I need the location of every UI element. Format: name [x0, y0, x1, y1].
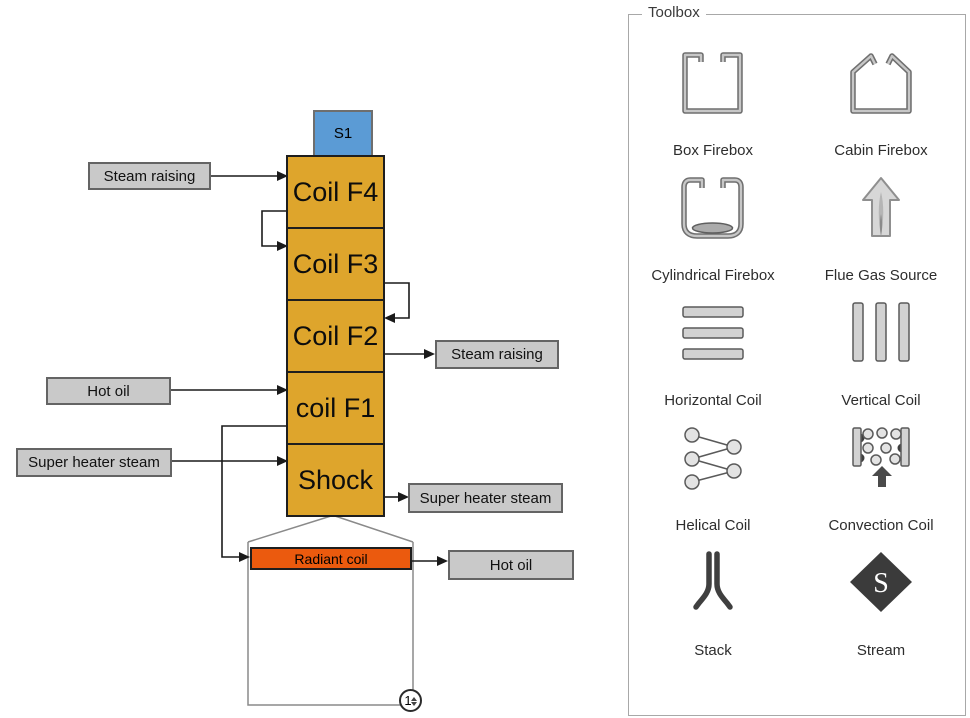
stream-label-super-heater-steam-in[interactable]: Super heater steam — [16, 448, 172, 477]
cylindrical-firebox-icon — [681, 164, 745, 268]
radiant-coil-node[interactable]: Radiant coil — [250, 547, 412, 570]
tool-label: Box Firebox — [672, 142, 754, 159]
stream-label-hot-oil-in[interactable]: Hot oil — [46, 377, 171, 405]
convection-coil-icon — [849, 414, 913, 518]
tool-box-firebox[interactable]: Box Firebox — [629, 39, 797, 164]
tool-label: Convection Coil — [828, 517, 934, 534]
coil-section-shock[interactable]: Shock — [286, 443, 385, 517]
cabin-firebox-outline[interactable] — [247, 515, 414, 706]
stream-label-super-heater-steam-out[interactable]: Super heater steam — [408, 483, 563, 513]
connector-super-heater-steam-to-shock[interactable] — [172, 456, 288, 466]
box-firebox-icon — [681, 39, 745, 143]
tool-vertical-coil[interactable]: Vertical Coil — [797, 289, 965, 414]
tool-label: Vertical Coil — [841, 392, 921, 409]
tool-label: Helical Coil — [675, 517, 751, 534]
tool-label: Stream — [856, 642, 906, 659]
tool-stream[interactable]: S Stream — [797, 539, 965, 664]
stream-node-s1[interactable]: S1 — [313, 110, 373, 157]
toolbox-panel: Toolbox Box Firebox Cabi — [628, 4, 966, 716]
tool-flue-gas-source[interactable]: Flue Gas Source — [797, 164, 965, 289]
convection-section-stack: Coil F4 Coil F3 Coil F2 coil F1 Shock — [286, 155, 385, 517]
connector-coil-f3-to-coil-f2[interactable] — [384, 282, 410, 323]
badge-spinner-icon[interactable] — [411, 696, 417, 708]
coil-section-f4[interactable]: Coil F4 — [286, 155, 385, 229]
stack-icon — [681, 539, 745, 643]
cabin-firebox-icon — [849, 39, 913, 143]
helical-coil-icon — [681, 414, 745, 518]
tool-label: Stack — [694, 642, 732, 659]
stream-label-steam-raising-in[interactable]: Steam raising — [88, 162, 211, 190]
stream-icon-letter: S — [873, 568, 889, 599]
burner-count-value: 1 — [404, 693, 412, 708]
tool-cylindrical-firebox[interactable]: Cylindrical Firebox — [629, 164, 797, 289]
stream-label-hot-oil-out[interactable]: Hot oil — [448, 550, 574, 580]
connector-hot-oil-to-coil-f1[interactable] — [171, 385, 288, 395]
coil-section-f1[interactable]: coil F1 — [286, 371, 385, 445]
burner-count-stepper[interactable]: 1 — [399, 689, 422, 712]
horizontal-coil-icon — [681, 289, 745, 393]
tool-label: Cabin Firebox — [834, 142, 928, 159]
stream-label-steam-raising-out[interactable]: Steam raising — [435, 340, 559, 369]
tool-label: Flue Gas Source — [824, 267, 938, 284]
tool-label: Horizontal Coil — [664, 392, 762, 409]
tool-helical-coil[interactable]: Helical Coil — [629, 414, 797, 539]
stream-icon: S — [849, 539, 913, 643]
connector-coil-f2-to-steam-raising[interactable] — [385, 349, 435, 359]
connector-radiant-coil-to-hot-oil[interactable] — [411, 556, 448, 566]
tool-convection-coil[interactable]: Convection Coil — [797, 414, 965, 539]
coil-section-f3[interactable]: Coil F3 — [286, 227, 385, 301]
tool-horizontal-coil[interactable]: Horizontal Coil — [629, 289, 797, 414]
toolbox-grid: Box Firebox Cabin Firebox — [629, 15, 965, 664]
connector-shock-to-super-heater-steam[interactable] — [385, 492, 409, 502]
connector-steam-raising-to-coil-f4[interactable] — [211, 171, 288, 181]
connector-coil-f1-to-radiant-coil[interactable] — [221, 425, 287, 562]
coil-section-f2[interactable]: Coil F2 — [286, 299, 385, 373]
toolbox-title: Toolbox — [642, 4, 706, 21]
flue-gas-source-icon — [849, 164, 913, 268]
tool-stack[interactable]: Stack — [629, 539, 797, 664]
connector-coil-f4-to-coil-f3[interactable] — [261, 210, 288, 251]
tool-label: Cylindrical Firebox — [651, 267, 775, 284]
tool-cabin-firebox[interactable]: Cabin Firebox — [797, 39, 965, 164]
vertical-coil-icon — [849, 289, 913, 393]
